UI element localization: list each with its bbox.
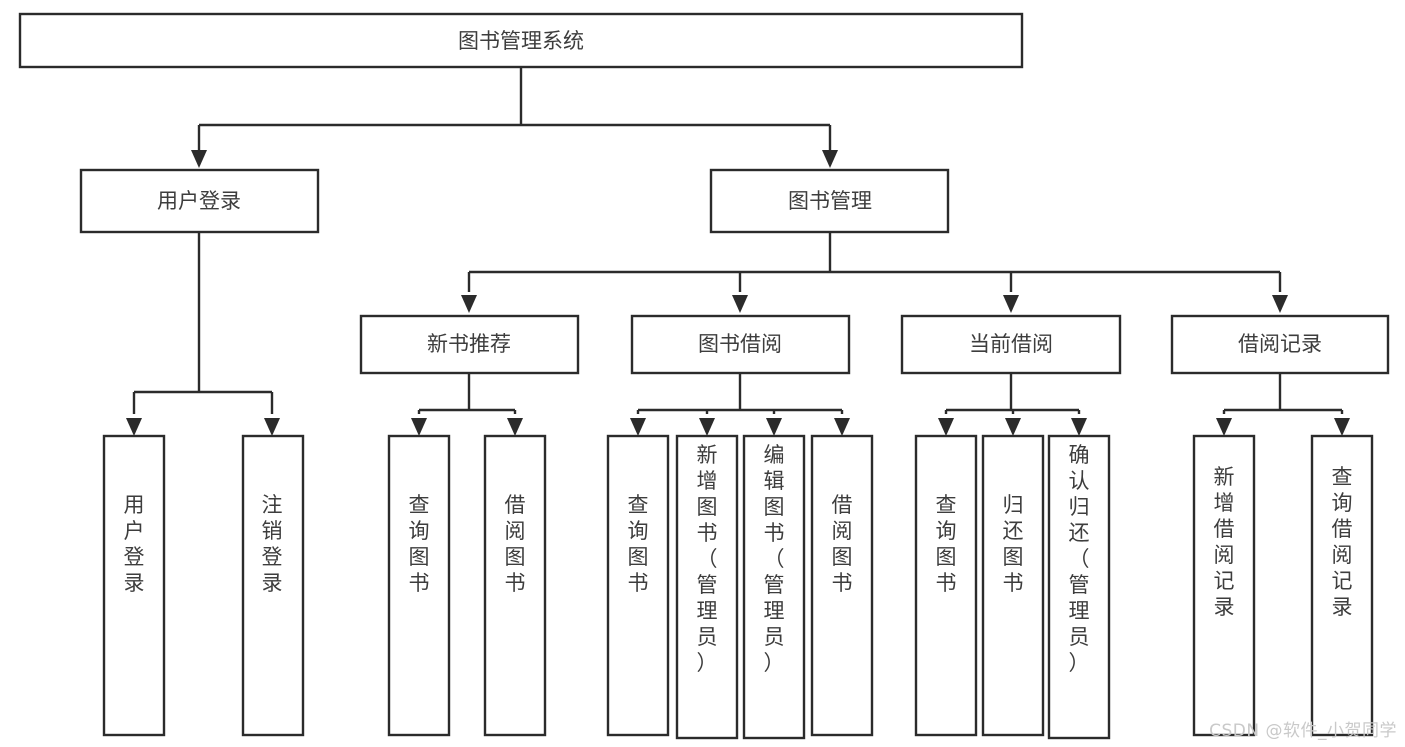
leaf-current-borrow-2[interactable]: 归还图书 — [981, 434, 1045, 737]
leaf-book-borrow-4-label: 借阅图书 — [832, 493, 853, 595]
leaf-current-borrow-1-label: 查询图书 — [936, 493, 957, 595]
arrow-to-book-borrow — [732, 295, 748, 313]
node-root-label: 图书管理系统 — [458, 29, 584, 53]
node-book-manage[interactable]: 图书管理 — [709, 168, 950, 234]
arrow-to-leaf-user-login-2 — [264, 418, 280, 436]
node-book-manage-box[interactable] — [709, 168, 950, 234]
leaf-current-borrow-3-box[interactable] — [1047, 434, 1111, 740]
leaf-borrow-record-2-label: 查询借阅记录 — [1332, 465, 1353, 619]
leaf-new-book-2[interactable]: 借阅图书 — [483, 434, 547, 737]
leaf-user-login-1-label: 用户登录 — [124, 493, 145, 595]
node-root-box[interactable] — [18, 12, 1024, 69]
node-borrow-record-box[interactable] — [1170, 314, 1390, 375]
node-current-borrow-box[interactable] — [900, 314, 1122, 375]
leaf-book-borrow-2[interactable]: 新增图书（管理员） — [675, 434, 739, 740]
leaf-new-book-2-label: 借阅图书 — [505, 493, 526, 595]
leaf-user-login-1[interactable]: 用户登录 — [102, 434, 166, 737]
leaf-current-borrow-3-label: 确认归还（管理员） — [1069, 443, 1090, 675]
arrow-to-borrow-record — [1272, 295, 1288, 313]
arrow-to-leaf-bookborrow-4 — [834, 418, 850, 436]
node-new-book-recommend[interactable]: 新书推荐 — [359, 314, 580, 375]
leaf-borrow-record-1-label: 新增借阅记录 — [1214, 465, 1235, 619]
leaf-borrow-record-2-box[interactable] — [1310, 434, 1374, 737]
leaf-new-book-2-box[interactable] — [483, 434, 547, 737]
node-user-login-box[interactable] — [79, 168, 320, 234]
leaf-borrow-record-1-box[interactable] — [1192, 434, 1256, 737]
node-book-borrow-label: 图书借阅 — [698, 332, 782, 356]
arrow-to-leaf-borrowrecord-1 — [1216, 418, 1232, 436]
leaf-book-borrow-1[interactable]: 查询图书 — [606, 434, 670, 737]
node-user-login-label: 用户登录 — [157, 189, 241, 213]
leaf-current-borrow-2-box[interactable] — [981, 434, 1045, 737]
leaf-book-borrow-3[interactable]: 编辑图书（管理员） — [742, 434, 806, 740]
leaf-borrow-record-1[interactable]: 新增借阅记录 — [1192, 434, 1256, 737]
arrow-to-leaf-bookborrow-2 — [699, 418, 715, 436]
leaf-user-login-2[interactable]: 注销登录 — [241, 434, 305, 737]
node-book-borrow-box[interactable] — [630, 314, 851, 375]
arrow-to-leaf-bookborrow-3 — [766, 418, 782, 436]
arrow-to-leaf-user-login-1 — [126, 418, 142, 436]
node-current-borrow[interactable]: 当前借阅 — [900, 314, 1122, 375]
node-book-borrow[interactable]: 图书借阅 — [630, 314, 851, 375]
node-borrow-record-label: 借阅记录 — [1238, 332, 1322, 356]
leaf-book-borrow-3-label: 编辑图书（管理员） — [764, 443, 785, 675]
leaf-book-borrow-3-box[interactable] — [742, 434, 806, 740]
leaf-current-borrow-3[interactable]: 确认归还（管理员） — [1047, 434, 1111, 740]
arrow-to-user-login — [191, 150, 207, 168]
arrow-to-leaf-currentborrow-2 — [1005, 418, 1021, 436]
node-user-login[interactable]: 用户登录 — [79, 168, 320, 234]
node-book-manage-label: 图书管理 — [788, 189, 872, 213]
leaf-book-borrow-2-box[interactable] — [675, 434, 739, 740]
arrow-to-leaf-newbook-2 — [507, 418, 523, 436]
leaf-user-login-1-box[interactable] — [102, 434, 166, 737]
arrow-to-leaf-borrowrecord-2 — [1334, 418, 1350, 436]
leaf-new-book-1-label: 查询图书 — [409, 493, 430, 595]
arrow-to-current-borrow — [1003, 295, 1019, 313]
leaf-user-login-2-label: 注销登录 — [262, 493, 283, 595]
leaf-book-borrow-1-label: 查询图书 — [628, 493, 649, 595]
leaf-current-borrow-1-box[interactable] — [914, 434, 978, 737]
arrow-to-book-manage — [822, 150, 838, 168]
leaf-user-login-2-box[interactable] — [241, 434, 305, 737]
arrow-to-leaf-newbook-1 — [411, 418, 427, 436]
node-current-borrow-label: 当前借阅 — [969, 332, 1053, 356]
node-borrow-record[interactable]: 借阅记录 — [1170, 314, 1390, 375]
connector-layer — [126, 67, 1350, 436]
node-new-book-recommend-label: 新书推荐 — [427, 332, 511, 356]
leaf-book-borrow-4[interactable]: 借阅图书 — [810, 434, 874, 737]
node-root[interactable]: 图书管理系统 — [18, 12, 1024, 69]
arrow-to-new-book-recommend — [461, 295, 477, 313]
node-new-book-recommend-box[interactable] — [359, 314, 580, 375]
arrow-to-leaf-bookborrow-1 — [630, 418, 646, 436]
leaf-current-borrow-1[interactable]: 查询图书 — [914, 434, 978, 737]
leaf-new-book-1[interactable]: 查询图书 — [387, 434, 451, 737]
arrow-to-leaf-currentborrow-1 — [938, 418, 954, 436]
leaf-book-borrow-4-box[interactable] — [810, 434, 874, 737]
leaf-book-borrow-1-box[interactable] — [606, 434, 670, 737]
arrow-to-leaf-currentborrow-3 — [1071, 418, 1087, 436]
leaf-new-book-1-box[interactable] — [387, 434, 451, 737]
leaf-book-borrow-2-label: 新增图书（管理员） — [697, 443, 718, 675]
leaf-current-borrow-2-label: 归还图书 — [1003, 493, 1024, 595]
leaf-borrow-record-2[interactable]: 查询借阅记录 — [1310, 434, 1374, 737]
